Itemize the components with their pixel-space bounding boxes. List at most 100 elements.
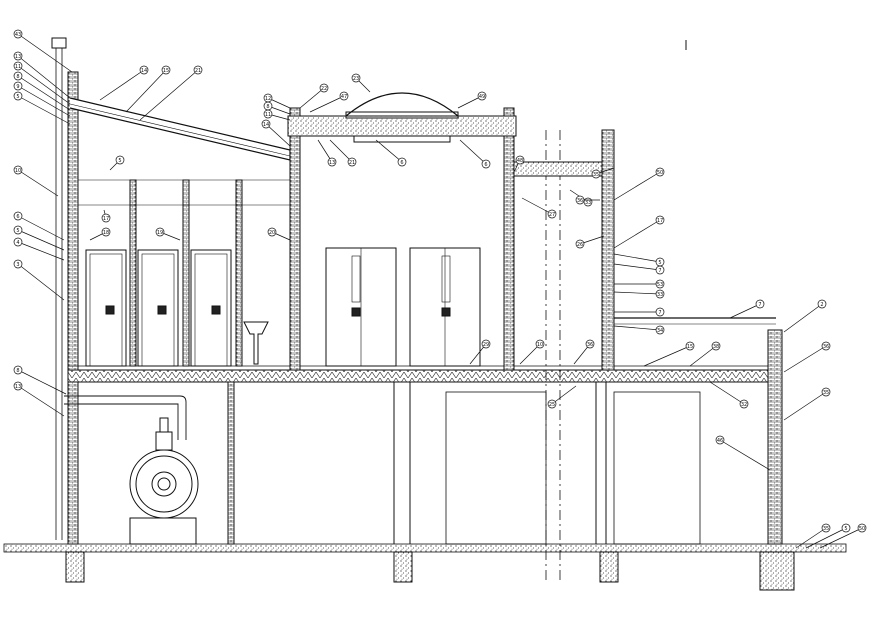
left-wall [67,71,79,545]
callout-c-r21: 36 [575,195,600,205]
callout-c-r08: 34 [613,325,665,335]
callout-bubble [547,399,557,409]
callout-number: 18 [103,230,109,236]
callout-c-t16: 13 [317,139,337,167]
callout-leader [17,369,67,395]
callout-number: 17 [657,218,663,224]
callout-c-l01: 43 [13,29,73,73]
callout-c-r01: 50 [613,167,665,201]
callout-leader [329,139,353,163]
callout-c-t12: 14 [261,119,291,147]
callout-c-m02: 29 [469,339,491,365]
basement-column [227,381,235,545]
callout-leader [17,85,71,117]
callout-leader [709,381,745,405]
callout-c-t07: 19 [155,227,181,241]
callout-leader [521,197,553,215]
callout-leader [613,291,661,295]
callout-number: 35 [823,390,829,396]
callout-c-t19: 6 [459,139,491,169]
callout-c-l09: 5 [13,225,65,251]
callout-bubble [13,211,23,221]
ground-slab [3,543,847,553]
callout-leader [613,253,661,263]
callout-number: 50 [859,526,865,532]
callout-c-t10: 8 [263,101,291,115]
callout-bubble [13,165,23,175]
callout-bubble [739,399,749,409]
callout-leader [17,229,65,251]
callout-leader [459,139,487,165]
callout-number: 21 [349,160,355,166]
callout-bubble [261,119,271,129]
callout-leader [729,303,761,319]
callout-number: 11 [265,112,271,118]
partition-2 [182,179,190,367]
footing-left [65,551,85,583]
callout-number: 6 [484,162,487,168]
callout-bubble [821,341,831,351]
callout-leader [795,527,827,549]
callout-leader [299,87,325,109]
callout-bubble [155,227,165,237]
callout-bubble [351,73,361,83]
callout-number: 14 [141,68,147,74]
callout-bubble [547,209,557,219]
callout-number: 13 [329,160,335,166]
callout-leader [643,345,691,367]
callout-c-t04: 5 [109,155,125,171]
callout-bubble [161,65,171,75]
footing-right [759,551,795,591]
callout-number: 34 [657,328,663,334]
callout-c-l02: 13 [13,51,71,99]
callout-number: 22 [321,86,327,92]
callout-bubble [13,259,23,269]
callout-number: 23 [353,76,359,82]
callout-leader [689,345,717,367]
flat-roof [287,115,517,137]
callout-bubble [585,339,595,349]
floor-slab [67,369,783,383]
callout-c-l04: 8 [13,71,71,111]
callout-c-m01: 49 [457,91,487,109]
callout-number: 20 [269,230,275,236]
callout-number: 4 [16,240,19,246]
callout-bubble [857,523,867,533]
callout-number: 17 [103,216,109,222]
callout-bubble [139,65,149,75]
callout-c-r18: 50 [819,523,867,549]
callout-c-t15: 23 [351,73,371,93]
callout-c-m05: 36 [573,339,595,365]
callout-leader [17,55,71,99]
callout-leader [457,95,483,109]
callout-c-t05: 17 [101,209,111,223]
callout-c-m09: 15 [643,341,695,367]
callout-bubble [535,339,545,349]
callout-c-t11: 11 [263,109,291,121]
callout-bubble [481,339,491,349]
callout-bubble [13,71,23,81]
callout-c-r20: 35 [591,167,615,179]
callout-c-r07: 7 [614,307,665,317]
central-wall-right [503,107,515,371]
callout-c-t06: 18 [89,227,111,241]
callout-bubble [655,325,665,335]
callout-bubble [267,227,277,237]
callout-c-r19: 48 [513,155,525,173]
callout-leader [17,33,73,73]
callout-bubble [115,155,125,165]
callout-c-l12: 8 [13,365,67,395]
callout-bubble [13,51,23,61]
callout-number: 36 [823,344,829,350]
callout-bubble [327,157,337,167]
callout-number: 47 [341,94,347,100]
callout-number: 49 [479,94,485,100]
callout-number: 14 [263,122,269,128]
callout-leader [613,171,661,201]
callout-bubble [481,159,491,169]
callout-leader [613,325,661,331]
callout-c-r16: 35 [795,523,831,549]
callout-leader [309,95,345,113]
right-tall-wall [601,129,615,371]
callout-number: 6 [400,160,403,166]
